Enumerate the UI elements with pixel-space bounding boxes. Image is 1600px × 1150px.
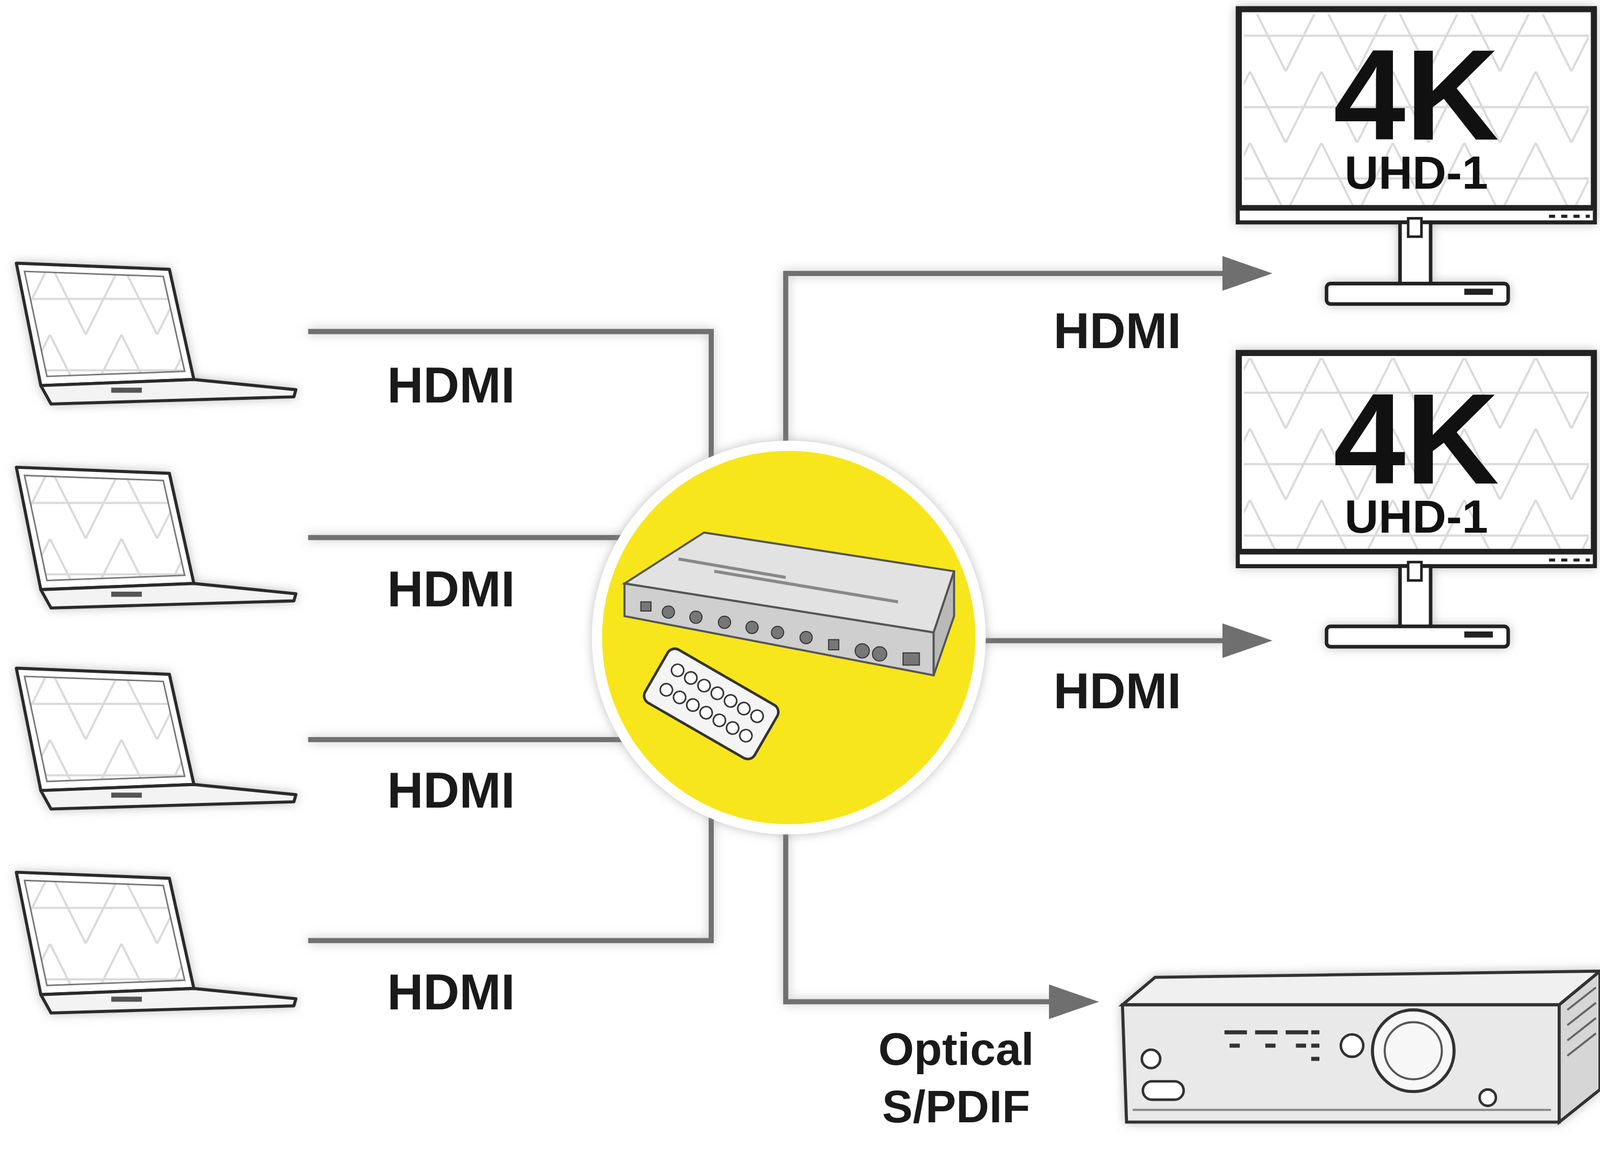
remote-button: [711, 712, 728, 729]
remote-button: [724, 720, 741, 737]
monitor-hinge: [1408, 218, 1422, 237]
monitor-base: [1326, 626, 1508, 647]
optical-wire: [785, 826, 1057, 1003]
receiver-button: [1340, 1034, 1364, 1058]
remote-button: [722, 692, 739, 710]
arrow-head: [1222, 256, 1273, 291]
remote-button: [684, 696, 702, 714]
cable-label: HDMI: [386, 360, 515, 411]
remote-button: [657, 681, 675, 699]
port: [800, 631, 813, 644]
port: [903, 653, 920, 666]
monitor-hinge: [1408, 562, 1422, 581]
monitor-screen-box: 4KUHD-1: [1237, 8, 1595, 210]
monitor-icon: [1237, 351, 1595, 647]
switch-side: [933, 571, 955, 676]
receiver-top: [1122, 971, 1600, 1005]
standard-text: UHD-1: [1241, 493, 1591, 541]
receiver-front: [1122, 1004, 1560, 1123]
receiver-jack: [1141, 1049, 1161, 1069]
remote-button: [737, 727, 755, 745]
receiver-knob-ring: [1384, 1022, 1442, 1080]
remote-button: [669, 661, 687, 679]
port: [872, 646, 887, 661]
hdmi-wire: [977, 638, 1230, 644]
remote-body: [641, 645, 782, 762]
monitor-logo: [1464, 631, 1493, 638]
monitor-frame: [1237, 8, 1595, 223]
remote-button: [682, 669, 700, 687]
hdmi-wire: [307, 331, 712, 460]
av-receiver: [1122, 971, 1600, 1123]
cable-label: HDMI: [386, 967, 515, 1019]
cable-label: HDMI: [386, 766, 515, 817]
resolution-text: 4K: [1241, 374, 1591, 505]
remote-buttons: [657, 661, 766, 745]
port: [746, 621, 759, 634]
monitor-icon: [1237, 8, 1595, 305]
receiver-led: [1479, 1089, 1496, 1106]
monitor-screen-box: 4KUHD-1: [1237, 351, 1595, 553]
remote-button: [695, 677, 713, 695]
receiver-controls: [1224, 1032, 1320, 1060]
laptop-icon: [16, 668, 296, 809]
receiver-knob: [1372, 1010, 1455, 1092]
highlight-circle: [597, 446, 981, 830]
remote-button: [748, 707, 766, 725]
remote-button: [735, 700, 753, 718]
hdmi-wire: [307, 816, 712, 941]
laptop-icon: [16, 872, 296, 1014]
arrow-head: [1048, 984, 1100, 1020]
wire-group: [307, 273, 1230, 1002]
remote-control: [641, 645, 782, 762]
monitor-buttons: [1548, 558, 1590, 562]
arrow-head: [1222, 623, 1273, 658]
cable-label: HDMI: [1053, 666, 1182, 717]
resolution-text: 4K: [1241, 30, 1591, 161]
receiver-vents: [1567, 987, 1597, 1057]
port: [854, 643, 870, 658]
receiver-side: [1559, 971, 1600, 1123]
remote-button: [671, 689, 689, 706]
hdmi-wire: [785, 273, 1230, 450]
remote-button: [709, 684, 726, 702]
receiver-trim: [1132, 1109, 1551, 1112]
hdmi-wire: [307, 737, 625, 743]
switch-print: [678, 558, 899, 602]
monitor-logo: [1464, 288, 1493, 295]
monitor-buttons: [1548, 214, 1590, 219]
port: [641, 601, 652, 612]
laptop-icon: [16, 263, 296, 404]
port: [662, 606, 675, 619]
hdmi-wire: [307, 535, 625, 541]
port: [771, 626, 784, 639]
standard-text: UHD-1: [1241, 149, 1591, 197]
port: [828, 640, 840, 651]
cable-label: HDMI: [386, 564, 515, 615]
cable-label: HDMI: [1053, 306, 1182, 357]
port: [718, 616, 731, 629]
laptop-icon: [16, 467, 296, 609]
receiver-jack: [1143, 1081, 1184, 1101]
audio-link-label: Optical S/PDIF: [859, 1021, 1054, 1136]
remote-button: [697, 704, 715, 722]
monitor-base: [1326, 283, 1508, 305]
monitor-frame: [1237, 351, 1595, 567]
port: [689, 611, 702, 624]
